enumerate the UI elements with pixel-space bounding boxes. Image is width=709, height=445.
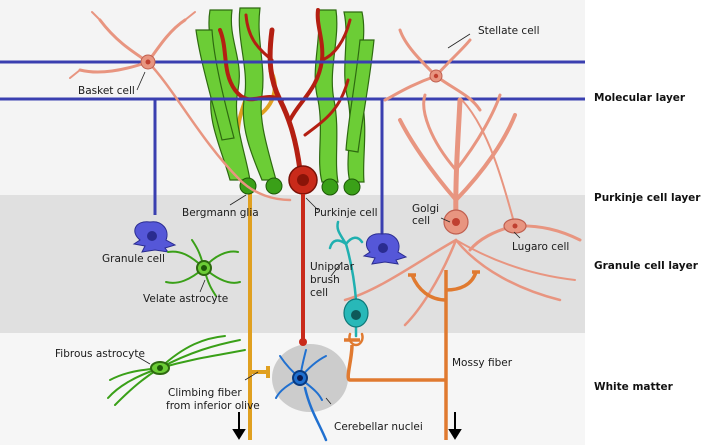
mossy-fiber <box>344 270 480 440</box>
purkinje-cell-label: Purkinje cell <box>314 207 378 219</box>
granule-layer-label: Granule cell layer <box>594 260 699 272</box>
unipolar-brush-cell <box>328 220 369 347</box>
fibrous-astrocyte <box>107 335 246 406</box>
white-matter-label: White matter <box>594 381 674 393</box>
granule-cell-label: Granule cell <box>102 253 165 265</box>
velate-astrocyte-label: Velate astrocyte <box>143 293 228 305</box>
granule-cell-right <box>362 233 408 265</box>
unipolar-label-line3: cell <box>310 287 328 299</box>
golgi-cell-label-line2: cell <box>412 215 430 227</box>
cerebellar-nuclei-label: Cerebellar nuclei <box>334 421 423 433</box>
golgi-cell <box>343 93 576 327</box>
unipolar-label-line2: brush <box>310 274 340 286</box>
cerebellar-nuclei-neuron <box>275 349 328 442</box>
molecular-layer-label: Molecular layer <box>594 92 686 104</box>
bergmann-glia-label: Bergmann glia <box>182 207 259 219</box>
arrow-down-icons <box>232 412 462 440</box>
basket-cell <box>69 11 292 202</box>
granule-cell-left <box>132 221 177 253</box>
golgi-cell-label-line1: Golgi <box>412 203 439 215</box>
unipolar-label-line1: Unipolar <box>310 261 355 273</box>
parallel-fibers <box>0 60 585 101</box>
basket-cell-label: Basket cell <box>78 85 135 97</box>
stellate-cell-label: Stellate cell <box>478 25 540 37</box>
purkinje-layer-label: Purkinje cell layer <box>594 192 701 204</box>
leader-lines <box>136 33 521 405</box>
cerebellar-nuclei-region <box>272 344 348 412</box>
climbing-fiber-label-line2: from inferior olive <box>166 400 260 412</box>
granule-layer-band <box>0 195 585 333</box>
fibrous-astrocyte-label: Fibrous astrocyte <box>55 348 145 360</box>
climbing-fiber-label-line1: Climbing fiber <box>168 387 242 399</box>
lugaro-cell-label: Lugaro cell <box>512 241 569 253</box>
mossy-fiber-label: Mossy fiber <box>452 357 513 369</box>
purkinje-axon-terminal <box>299 338 307 346</box>
stellate-cell <box>383 28 482 112</box>
velate-astrocyte <box>165 239 241 297</box>
purkinje-nucleus <box>297 174 309 186</box>
